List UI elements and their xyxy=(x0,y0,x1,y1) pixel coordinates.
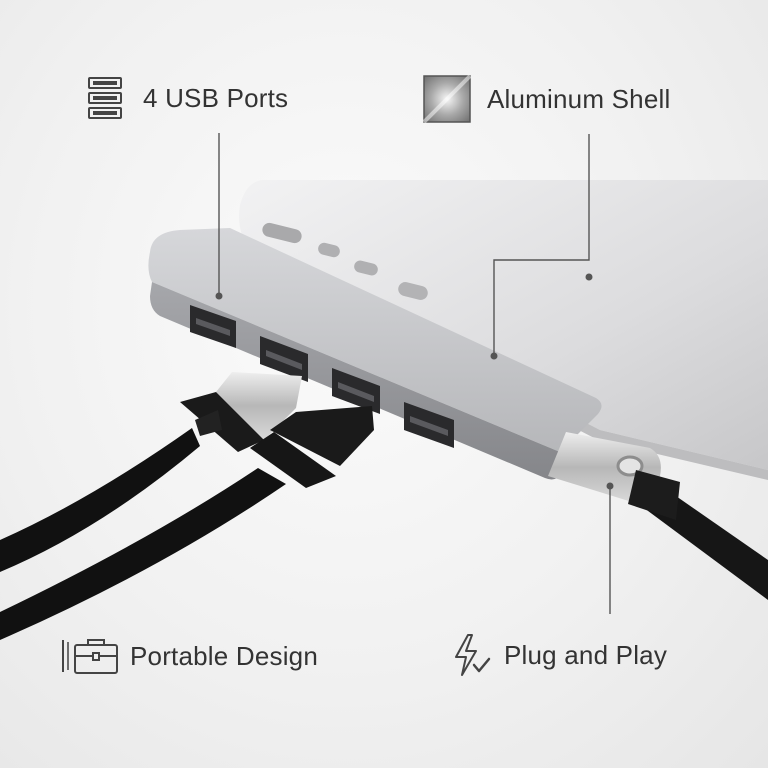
usb-port-2 xyxy=(260,336,308,382)
laptop xyxy=(239,180,768,480)
feature-plug-and-play: Plug and Play xyxy=(452,633,667,677)
briefcase-icon xyxy=(60,636,120,676)
feature-label-portable-design: Portable Design xyxy=(130,640,318,671)
usb-cable-2 xyxy=(0,406,374,640)
usb-port-4 xyxy=(404,402,454,448)
feature-label-plug-and-play: Plug and Play xyxy=(504,639,668,670)
callout-dots xyxy=(215,273,614,490)
feature-label-aluminum-shell: Aluminum Shell xyxy=(487,83,671,114)
feature-aluminum-shell: Aluminum Shell xyxy=(423,75,670,123)
feature-label-usb-ports: 4 USB Ports xyxy=(143,82,289,113)
feature-portable-design: Portable Design xyxy=(60,636,318,676)
usb-port-1 xyxy=(190,305,236,348)
brushed-metal-swatch-icon xyxy=(423,75,471,123)
stacked-ports-icon xyxy=(87,76,123,120)
callout-lines xyxy=(218,133,611,614)
usb-port-3 xyxy=(332,368,380,414)
lightning-check-icon xyxy=(452,633,492,677)
usb-hub xyxy=(148,228,602,480)
hub-usb-plug xyxy=(548,432,768,600)
feature-usb-ports: 4 USB Ports xyxy=(87,76,288,120)
